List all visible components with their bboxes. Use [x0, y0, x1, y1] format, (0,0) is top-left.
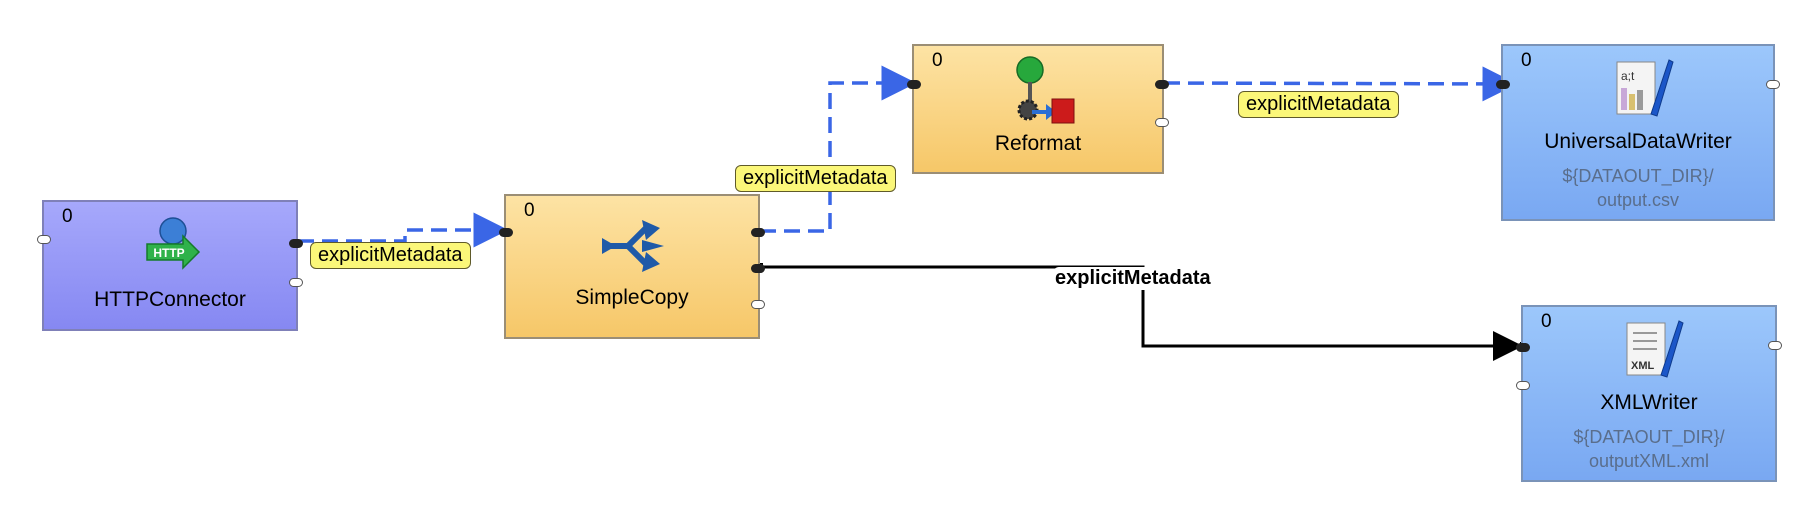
output-port[interactable] [751, 264, 765, 273]
node-title: UniversalDataWriter [1544, 130, 1732, 153]
arrows-copy-icon [602, 220, 664, 272]
output-port[interactable] [1155, 80, 1169, 89]
xml-writer-icon: XML [1626, 320, 1684, 378]
input-port[interactable] [1496, 80, 1510, 89]
node-title: XMLWriter [1600, 391, 1698, 414]
edge-reformat-to-uwriter[interactable] [1163, 66, 1518, 102]
output-file-path: ${DATAOUT_DIR}/ [1573, 427, 1725, 447]
text-writer-icon: a;t [1616, 59, 1674, 117]
output-port[interactable] [751, 228, 765, 237]
svg-text:a;t: a;t [1621, 69, 1635, 83]
phase-number: 0 [932, 50, 943, 71]
output-file-path: ${DATAOUT_DIR}/ [1562, 166, 1714, 186]
input-port[interactable] [37, 235, 51, 244]
edge-copy-to-reformat[interactable] [760, 65, 917, 233]
edge-http-to-copy[interactable] [298, 212, 509, 248]
output-port[interactable] [1155, 118, 1169, 127]
output-port[interactable] [289, 239, 303, 248]
output-port[interactable] [1766, 80, 1780, 89]
universal-data-writer-node[interactable]: 0 a;t UniversalDataWriter ${DATAOUT_DIR}… [1496, 44, 1780, 221]
input-port[interactable] [499, 228, 513, 237]
output-port[interactable] [751, 300, 765, 309]
edge-label-reformat-uwriter[interactable]: explicitMetadata [1238, 91, 1399, 118]
node-title: HTTPConnector [94, 288, 246, 311]
input-port[interactable] [1516, 381, 1530, 390]
phase-number: 0 [1521, 50, 1532, 71]
xml-writer-node[interactable]: 0 XML XMLWriter ${DATAOUT_DIR}/ outputXM… [1516, 305, 1782, 482]
phase-number: 0 [524, 200, 535, 221]
reformat-gear-icon [1016, 56, 1075, 124]
edge-label-copy-reformat[interactable]: explicitMetadata [735, 165, 896, 192]
node-title: SimpleCopy [575, 286, 689, 309]
svg-text:HTTP: HTTP [153, 246, 184, 260]
output-port[interactable] [1768, 341, 1782, 350]
svg-text:XML: XML [1631, 360, 1655, 372]
output-file-name: outputXML.xml [1588, 451, 1710, 471]
edge-label-http-copy[interactable]: explicitMetadata [310, 242, 471, 269]
reformat-node[interactable]: 0 Reformat [907, 44, 1169, 174]
input-port[interactable] [1516, 343, 1530, 352]
http-connector-node[interactable]: 0 HTTP HTTPConnector [37, 200, 303, 331]
edge-label-copy-xwriter[interactable]: explicitMetadata [1053, 267, 1213, 290]
edge-copy-to-xwriter[interactable] [760, 265, 1523, 361]
node-title: Reformat [994, 132, 1082, 155]
input-port[interactable] [907, 80, 921, 89]
simple-copy-node[interactable]: 0 SimpleCopy [499, 194, 765, 339]
phase-number: 0 [62, 206, 73, 227]
output-port[interactable] [289, 278, 303, 287]
output-file-name: output.csv [1596, 190, 1680, 210]
http-connector-icon: HTTP [146, 217, 201, 270]
phase-number: 0 [1541, 311, 1552, 332]
